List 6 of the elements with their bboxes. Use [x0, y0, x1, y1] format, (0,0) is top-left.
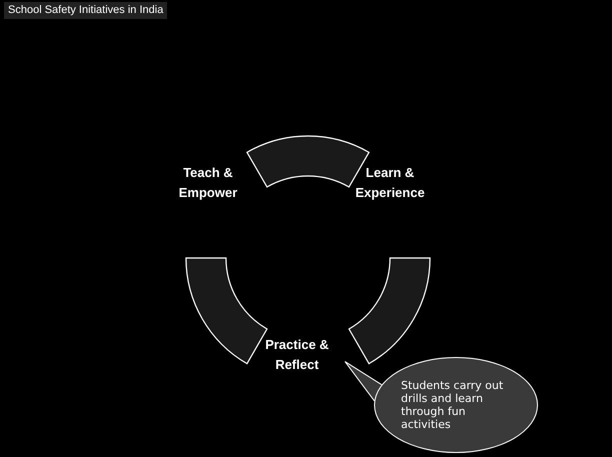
stage-label: Learn & Experience: [354, 164, 426, 202]
stage-label: Teach & Empower: [178, 164, 238, 202]
stage-label: Practice & Reflect: [264, 336, 330, 374]
callout-tail: [344, 361, 382, 402]
callout-text: Students carry out drills and learn through fun activities: [401, 379, 504, 431]
slide-title: School Safety Initiatives in India: [4, 2, 168, 18]
